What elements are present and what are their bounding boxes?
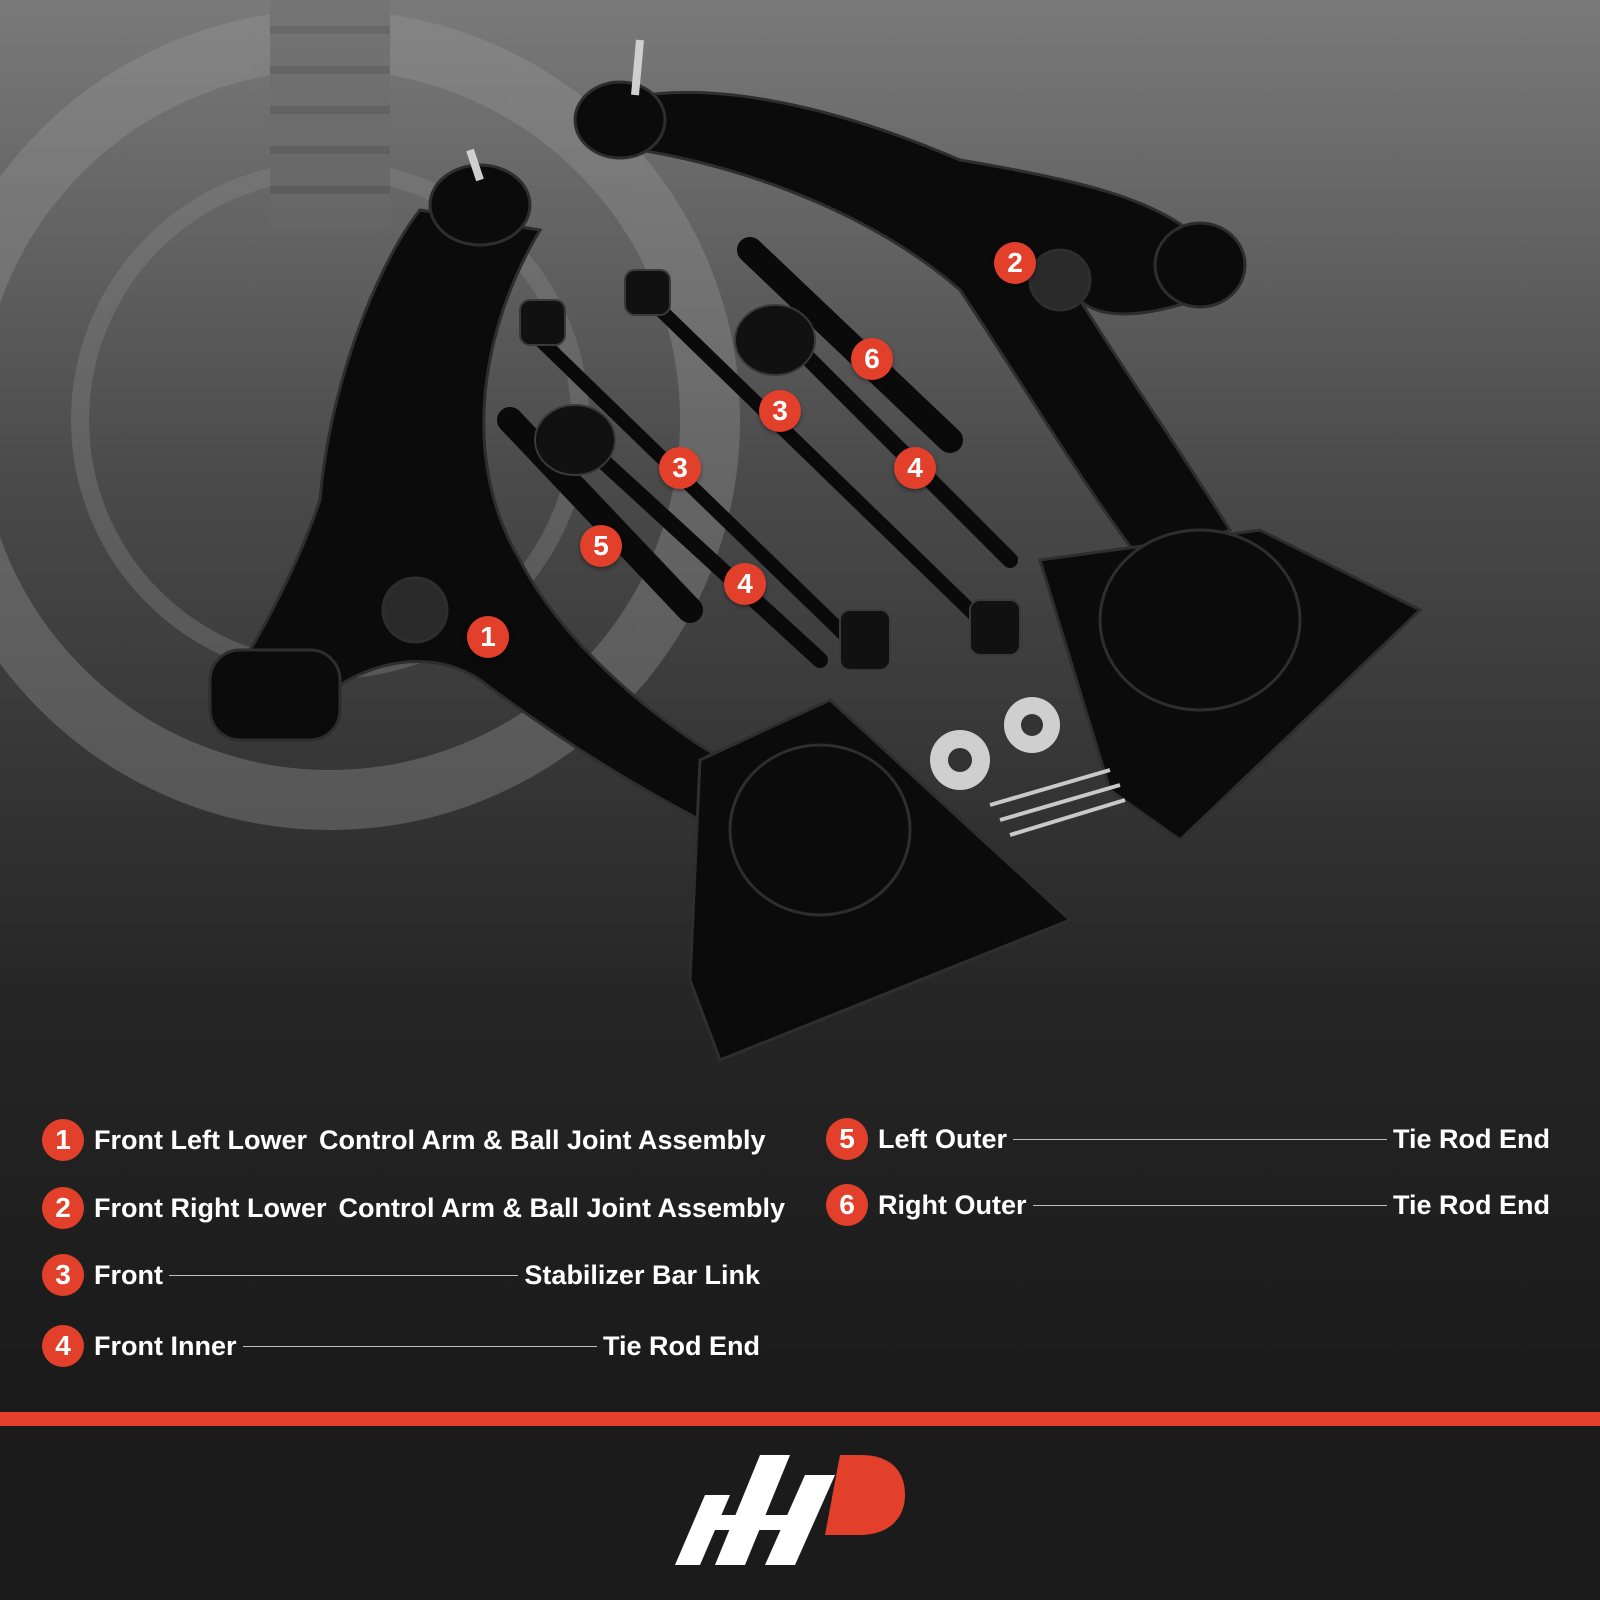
callout-4b: 4	[894, 447, 936, 489]
legend-left: Front Right Lower	[94, 1192, 327, 1223]
callout-3a: 3	[659, 447, 701, 489]
legend-right: Tie Rod End	[1392, 1189, 1550, 1220]
legend-row-3: 3 Front Stabilizer Bar Link	[42, 1253, 760, 1297]
legend-divider	[1032, 1204, 1387, 1206]
legend-left: Right Outer	[878, 1189, 1027, 1220]
legend-divider	[168, 1274, 519, 1276]
brand-logo-icon	[675, 1455, 905, 1565]
tie-rods-and-links	[497, 237, 1018, 668]
callout-1: 1	[467, 616, 509, 658]
left-control-arm	[208, 163, 1073, 1062]
legend-badge: 4	[42, 1325, 84, 1367]
legend-left: Front	[94, 1259, 163, 1290]
legend-row-4: 4 Front Inner Tie Rod End	[42, 1324, 760, 1368]
callout-6: 6	[851, 338, 893, 380]
legend-left: Front Left Lower	[94, 1124, 307, 1155]
legend-badge: 6	[826, 1184, 868, 1226]
legend-divider	[242, 1345, 597, 1347]
callout-2: 2	[994, 242, 1036, 284]
legend-row-6: 6 Right Outer Tie Rod End	[826, 1183, 1550, 1227]
legend-badge: 1	[42, 1119, 84, 1161]
legend-left: Left Outer	[878, 1123, 1008, 1154]
legend-left: Front Inner	[94, 1330, 237, 1361]
callout-4a: 4	[724, 563, 766, 605]
legend-badge: 3	[42, 1254, 84, 1296]
accent-divider	[0, 1412, 1600, 1426]
legend-divider	[1013, 1138, 1387, 1140]
right-control-arm	[573, 80, 1423, 842]
legend-right: Stabilizer Bar Link	[524, 1259, 760, 1290]
legend-right: Control Arm & Ball Joint Assembly	[338, 1192, 786, 1223]
legend-badge: 5	[826, 1118, 868, 1160]
legend-right: Tie Rod End	[602, 1330, 760, 1361]
legend-right: Tie Rod End	[1392, 1123, 1550, 1154]
legend-badge: 2	[42, 1187, 84, 1229]
legend-row-5: 5 Left Outer Tie Rod End	[826, 1117, 1550, 1161]
legend-row-1: 1 Front Left Lower Control Arm & Ball Jo…	[42, 1118, 766, 1162]
washers-and-cotter-pins	[930, 697, 1126, 837]
callout-5: 5	[580, 525, 622, 567]
legend-row-2: 2 Front Right Lower Control Arm & Ball J…	[42, 1186, 785, 1230]
legend-right: Control Arm & Ball Joint Assembly	[318, 1124, 766, 1155]
callout-3b: 3	[759, 390, 801, 432]
suspension-parts-photo	[0, 0, 1423, 1062]
